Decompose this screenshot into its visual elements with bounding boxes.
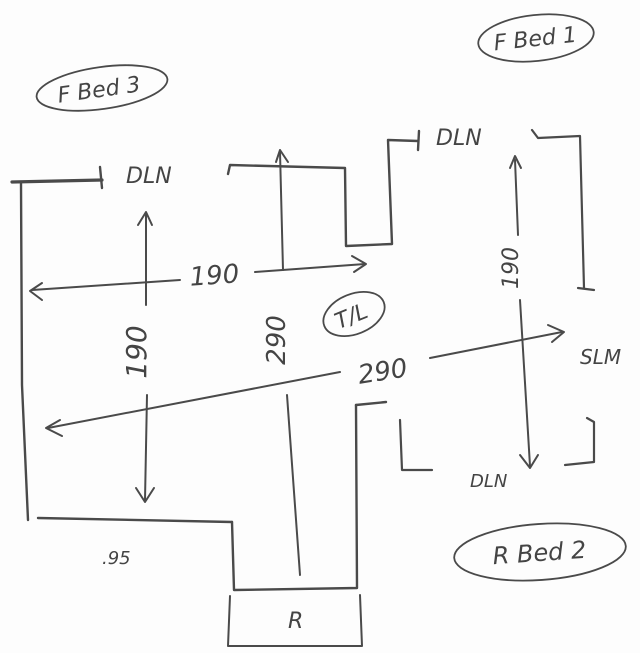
room-label-rbed2: R Bed 2 bbox=[453, 522, 627, 582]
dim-v-left: 190 bbox=[120, 325, 153, 378]
slm-note-right: SLM bbox=[580, 345, 621, 369]
bottom-room-box bbox=[227, 594, 363, 647]
room-label-tl: T/L bbox=[322, 291, 386, 337]
dim-h-upper: 190 bbox=[189, 259, 241, 292]
dln-note-top-left: DLN bbox=[126, 164, 172, 189]
room-label-fbed3: F Bed 3 bbox=[35, 64, 169, 112]
dim-v-right: 190 bbox=[499, 247, 524, 289]
tl-label: T/L bbox=[332, 299, 372, 335]
doors bbox=[398, 128, 596, 472]
room-outline bbox=[10, 129, 421, 592]
dln-note-bottom: DLN bbox=[470, 471, 507, 492]
fbed1-label: F Bed 1 bbox=[493, 23, 578, 57]
dimension-lines bbox=[29, 149, 565, 576]
r-note-bottom: R bbox=[288, 609, 303, 634]
room-label-fbed1: F Bed 1 bbox=[477, 13, 595, 63]
dim-v-center: 290 bbox=[262, 315, 292, 365]
dim-small-bottom-left: .95 bbox=[102, 548, 131, 569]
dim-h-lower: 290 bbox=[356, 353, 410, 390]
dln-note-top-right: DLN bbox=[436, 126, 482, 151]
rbed2-label: R Bed 2 bbox=[492, 536, 587, 570]
